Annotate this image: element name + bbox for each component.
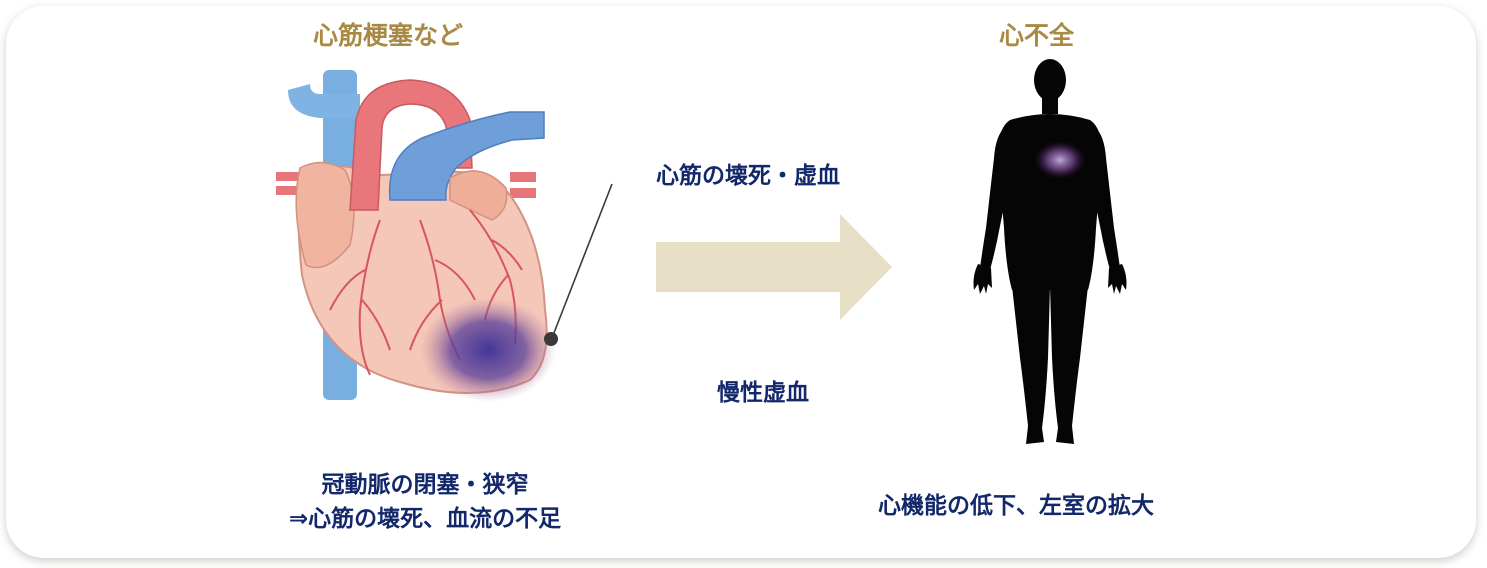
left-leg bbox=[1012, 286, 1050, 444]
necrosis-ischemia-label: 心筋の壊死・虚血 bbox=[656, 156, 840, 190]
head bbox=[1034, 59, 1066, 101]
pulmonary-vein-upper bbox=[510, 172, 536, 182]
progression-arrow bbox=[656, 214, 896, 320]
pointer-dot bbox=[544, 332, 558, 346]
chronic-ischemia-label: 慢性虚血 bbox=[717, 373, 809, 407]
left-caption-line1: 冠動脈の閉塞・狭窄 bbox=[230, 468, 620, 502]
left-caption: 冠動脈の閉塞・狭窄 ⇒心筋の壊死、血流の不足 bbox=[230, 468, 620, 536]
heart-title: 心筋梗塞など bbox=[313, 16, 463, 52]
pointer-line bbox=[540, 180, 620, 350]
right-leg bbox=[1050, 286, 1088, 444]
heart-failure-title: 心不全 bbox=[999, 16, 1074, 52]
heart-illustration bbox=[260, 60, 580, 410]
pulmonary-vein-lower bbox=[510, 188, 536, 198]
human-silhouette bbox=[970, 58, 1130, 448]
neck bbox=[1042, 96, 1058, 114]
torso bbox=[998, 114, 1102, 290]
infarct-lesion bbox=[420, 298, 556, 402]
left-hand bbox=[974, 264, 993, 294]
right-caption: 心機能の低下、左室の拡大 bbox=[878, 486, 1154, 520]
left-caption-line2: ⇒心筋の壊死、血流の不足 bbox=[230, 502, 620, 536]
heart-glow bbox=[1034, 141, 1086, 179]
right-hand bbox=[1108, 264, 1127, 294]
